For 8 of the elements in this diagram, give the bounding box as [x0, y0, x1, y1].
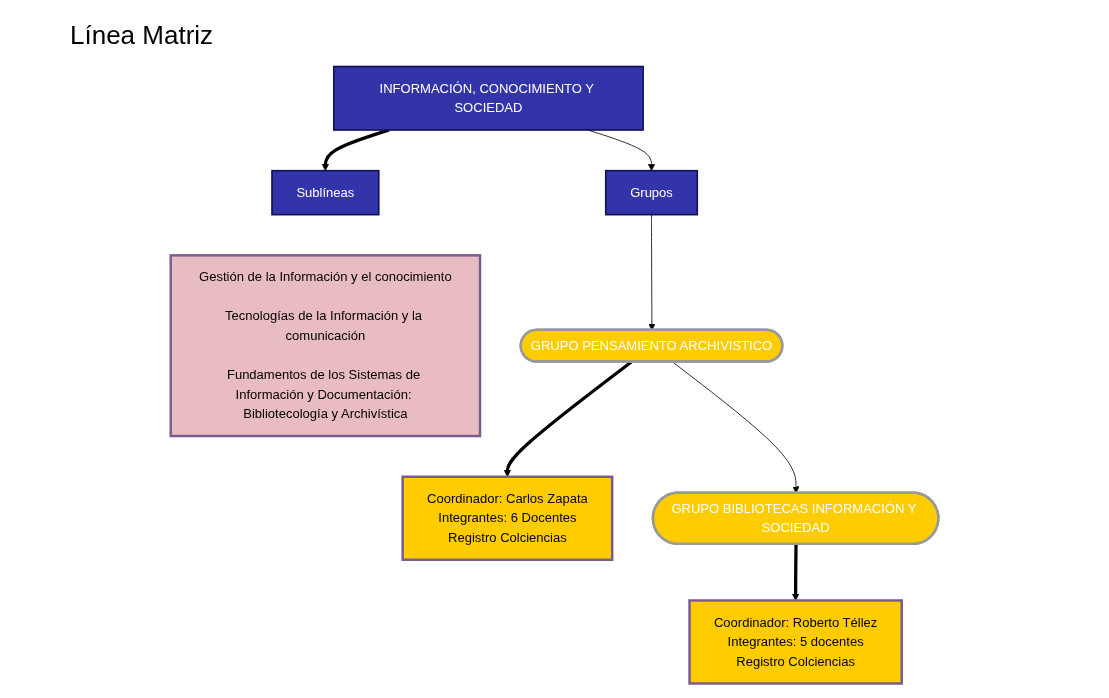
- node-box: Coordinador: Roberto Téllez Integrantes: 5 docentes Registro Colciencias: [688, 599, 903, 685]
- arrow: [792, 544, 800, 601]
- node-box: Grupos: [604, 169, 699, 216]
- node-box: Gestión de la Información y el conocimiento Tecnologías de la Información y la comunicación Fundamentos de los Sistemas de Información y Documentación: Bibliotecología y Archivística: [169, 254, 482, 438]
- node-box: Sublíneas: [271, 169, 380, 216]
- node-box: INFORMACIÓN, CONOCIMIENTO Y SOCIEDAD: [332, 65, 644, 131]
- diagram-title: Línea Matriz: [70, 20, 214, 51]
- node-box: Coordinador: Carlos Zapata Integrantes: 6 Docentes Registro Colciencias: [401, 475, 614, 561]
